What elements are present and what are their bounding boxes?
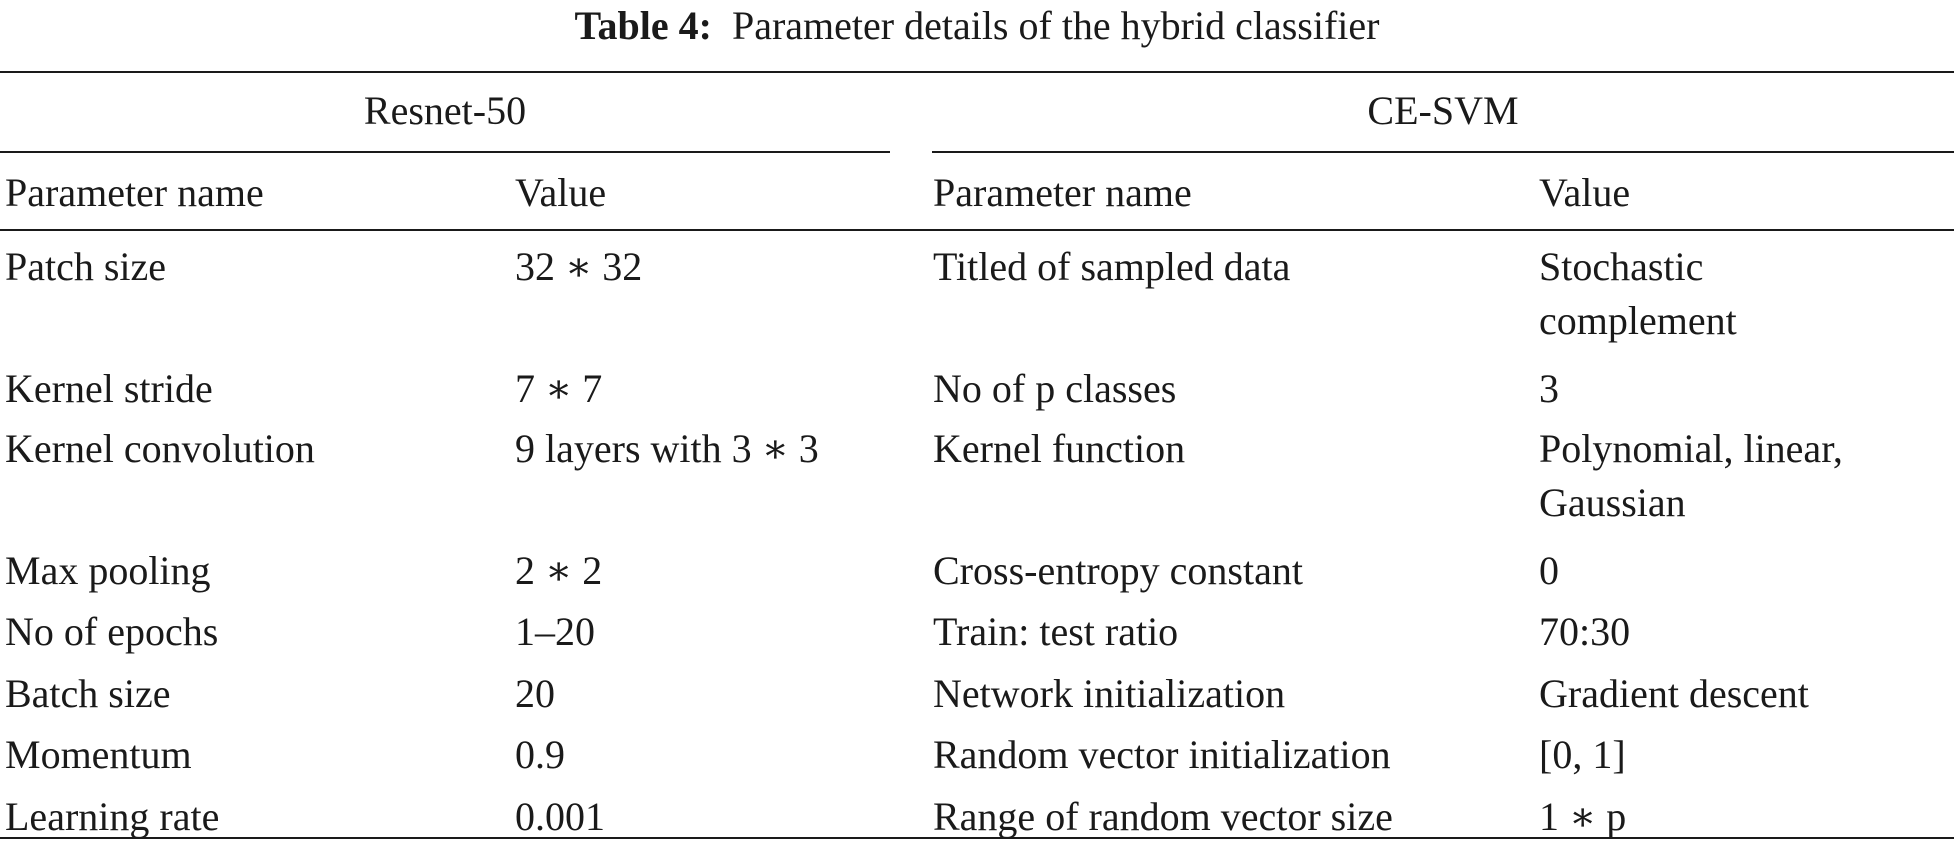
table-cell-left-name: No of epochs (5, 609, 219, 654)
table-caption-text: Parameter details of the hybrid classifi… (731, 3, 1380, 48)
column-header-right-value: Value (1539, 170, 1631, 215)
table-cell-left-value: 20 (515, 671, 555, 716)
group-header-ce-svm: CE-SVM (1367, 88, 1519, 133)
table-cell-left-value: 7 ∗ 7 (515, 366, 603, 411)
table-cell-right-value: 70:30 (1539, 609, 1631, 654)
table-cell-right-name: No of p classes (933, 366, 1177, 411)
table-cell-left-name: Kernel convolution (5, 426, 315, 471)
table-cell-left-name: Max pooling (5, 548, 211, 593)
table-cell-right-value: Gaussian (1539, 480, 1686, 525)
table-cell-right-value: [0, 1] (1539, 732, 1626, 777)
group-rule-resnet50 (0, 151, 890, 153)
table-cell-right-value: 1 ∗ p (1539, 794, 1627, 839)
table-cell-right-name: Titled of sampled data (933, 244, 1291, 289)
column-header-left-value: Value (515, 170, 607, 215)
table-cell-right-value: Stochastic (1539, 244, 1704, 289)
table-cell-left-name: Momentum (5, 732, 192, 777)
table-cell-left-value: 0.9 (515, 732, 565, 777)
table-cell-left-value: 0.001 (515, 794, 605, 839)
table-cell-right-value: complement (1539, 298, 1737, 343)
table-caption-label: Table 4: (574, 3, 712, 48)
bottom-rule (0, 837, 1954, 839)
table-cell-left-value: 1–20 (515, 609, 595, 654)
table-cell-right-name: Network initialization (933, 671, 1286, 716)
header-rule (0, 229, 1954, 231)
group-rule-ce-svm (932, 151, 1954, 153)
table-cell-right-name: Range of random vector size (933, 794, 1393, 839)
table-cell-right-value: 0 (1539, 548, 1559, 593)
table-cell-left-value: 32 ∗ 32 (515, 244, 643, 289)
table-cell-left-name: Batch size (5, 671, 171, 716)
table-cell-left-name: Patch size (5, 244, 167, 289)
table-cell-right-name: Cross-entropy constant (933, 548, 1303, 593)
top-rule (0, 71, 1954, 73)
group-header-resnet50: Resnet-50 (363, 88, 527, 133)
table-caption: Table 4: Parameter details of the hybrid… (0, 2, 1954, 50)
table-cell-right-value: Polynomial, linear, (1539, 426, 1843, 471)
table-cell-left-name: Learning rate (5, 794, 220, 839)
table-cell-right-name: Random vector initialization (933, 732, 1391, 777)
table-cell-left-value: 9 layers with 3 ∗ 3 (515, 426, 819, 471)
table-cell-right-value: Gradient descent (1539, 671, 1809, 716)
table-cell-right-name: Train: test ratio (933, 609, 1179, 654)
table-cell-right-name: Kernel function (933, 426, 1186, 471)
column-header-left-name: Parameter name (5, 170, 264, 215)
column-header-right-name: Parameter name (933, 170, 1192, 215)
table-cell-left-value: 2 ∗ 2 (515, 548, 603, 593)
table-cell-right-value: 3 (1539, 366, 1559, 411)
table-cell-left-name: Kernel stride (5, 366, 213, 411)
